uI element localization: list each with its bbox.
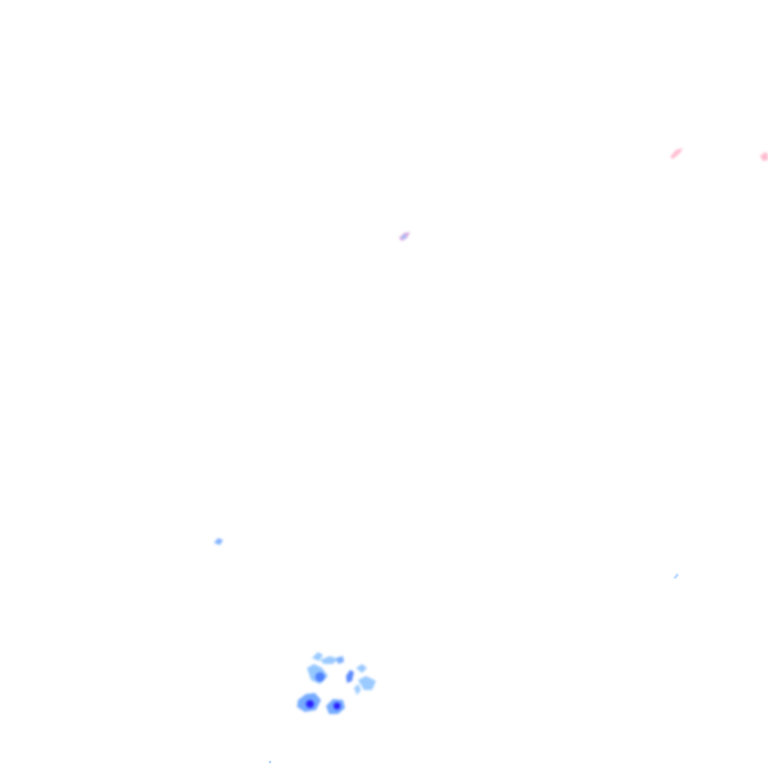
precip-echo-pink-1 xyxy=(670,148,683,159)
precip-echo-mixed xyxy=(399,232,410,241)
precip-cluster-main xyxy=(297,652,376,714)
precip-echo-pink-2 xyxy=(760,152,768,161)
precip-echo-faint-right xyxy=(673,573,679,579)
precip-echo-small-left xyxy=(214,538,223,545)
precip-echo-faint-bottom xyxy=(268,760,272,764)
